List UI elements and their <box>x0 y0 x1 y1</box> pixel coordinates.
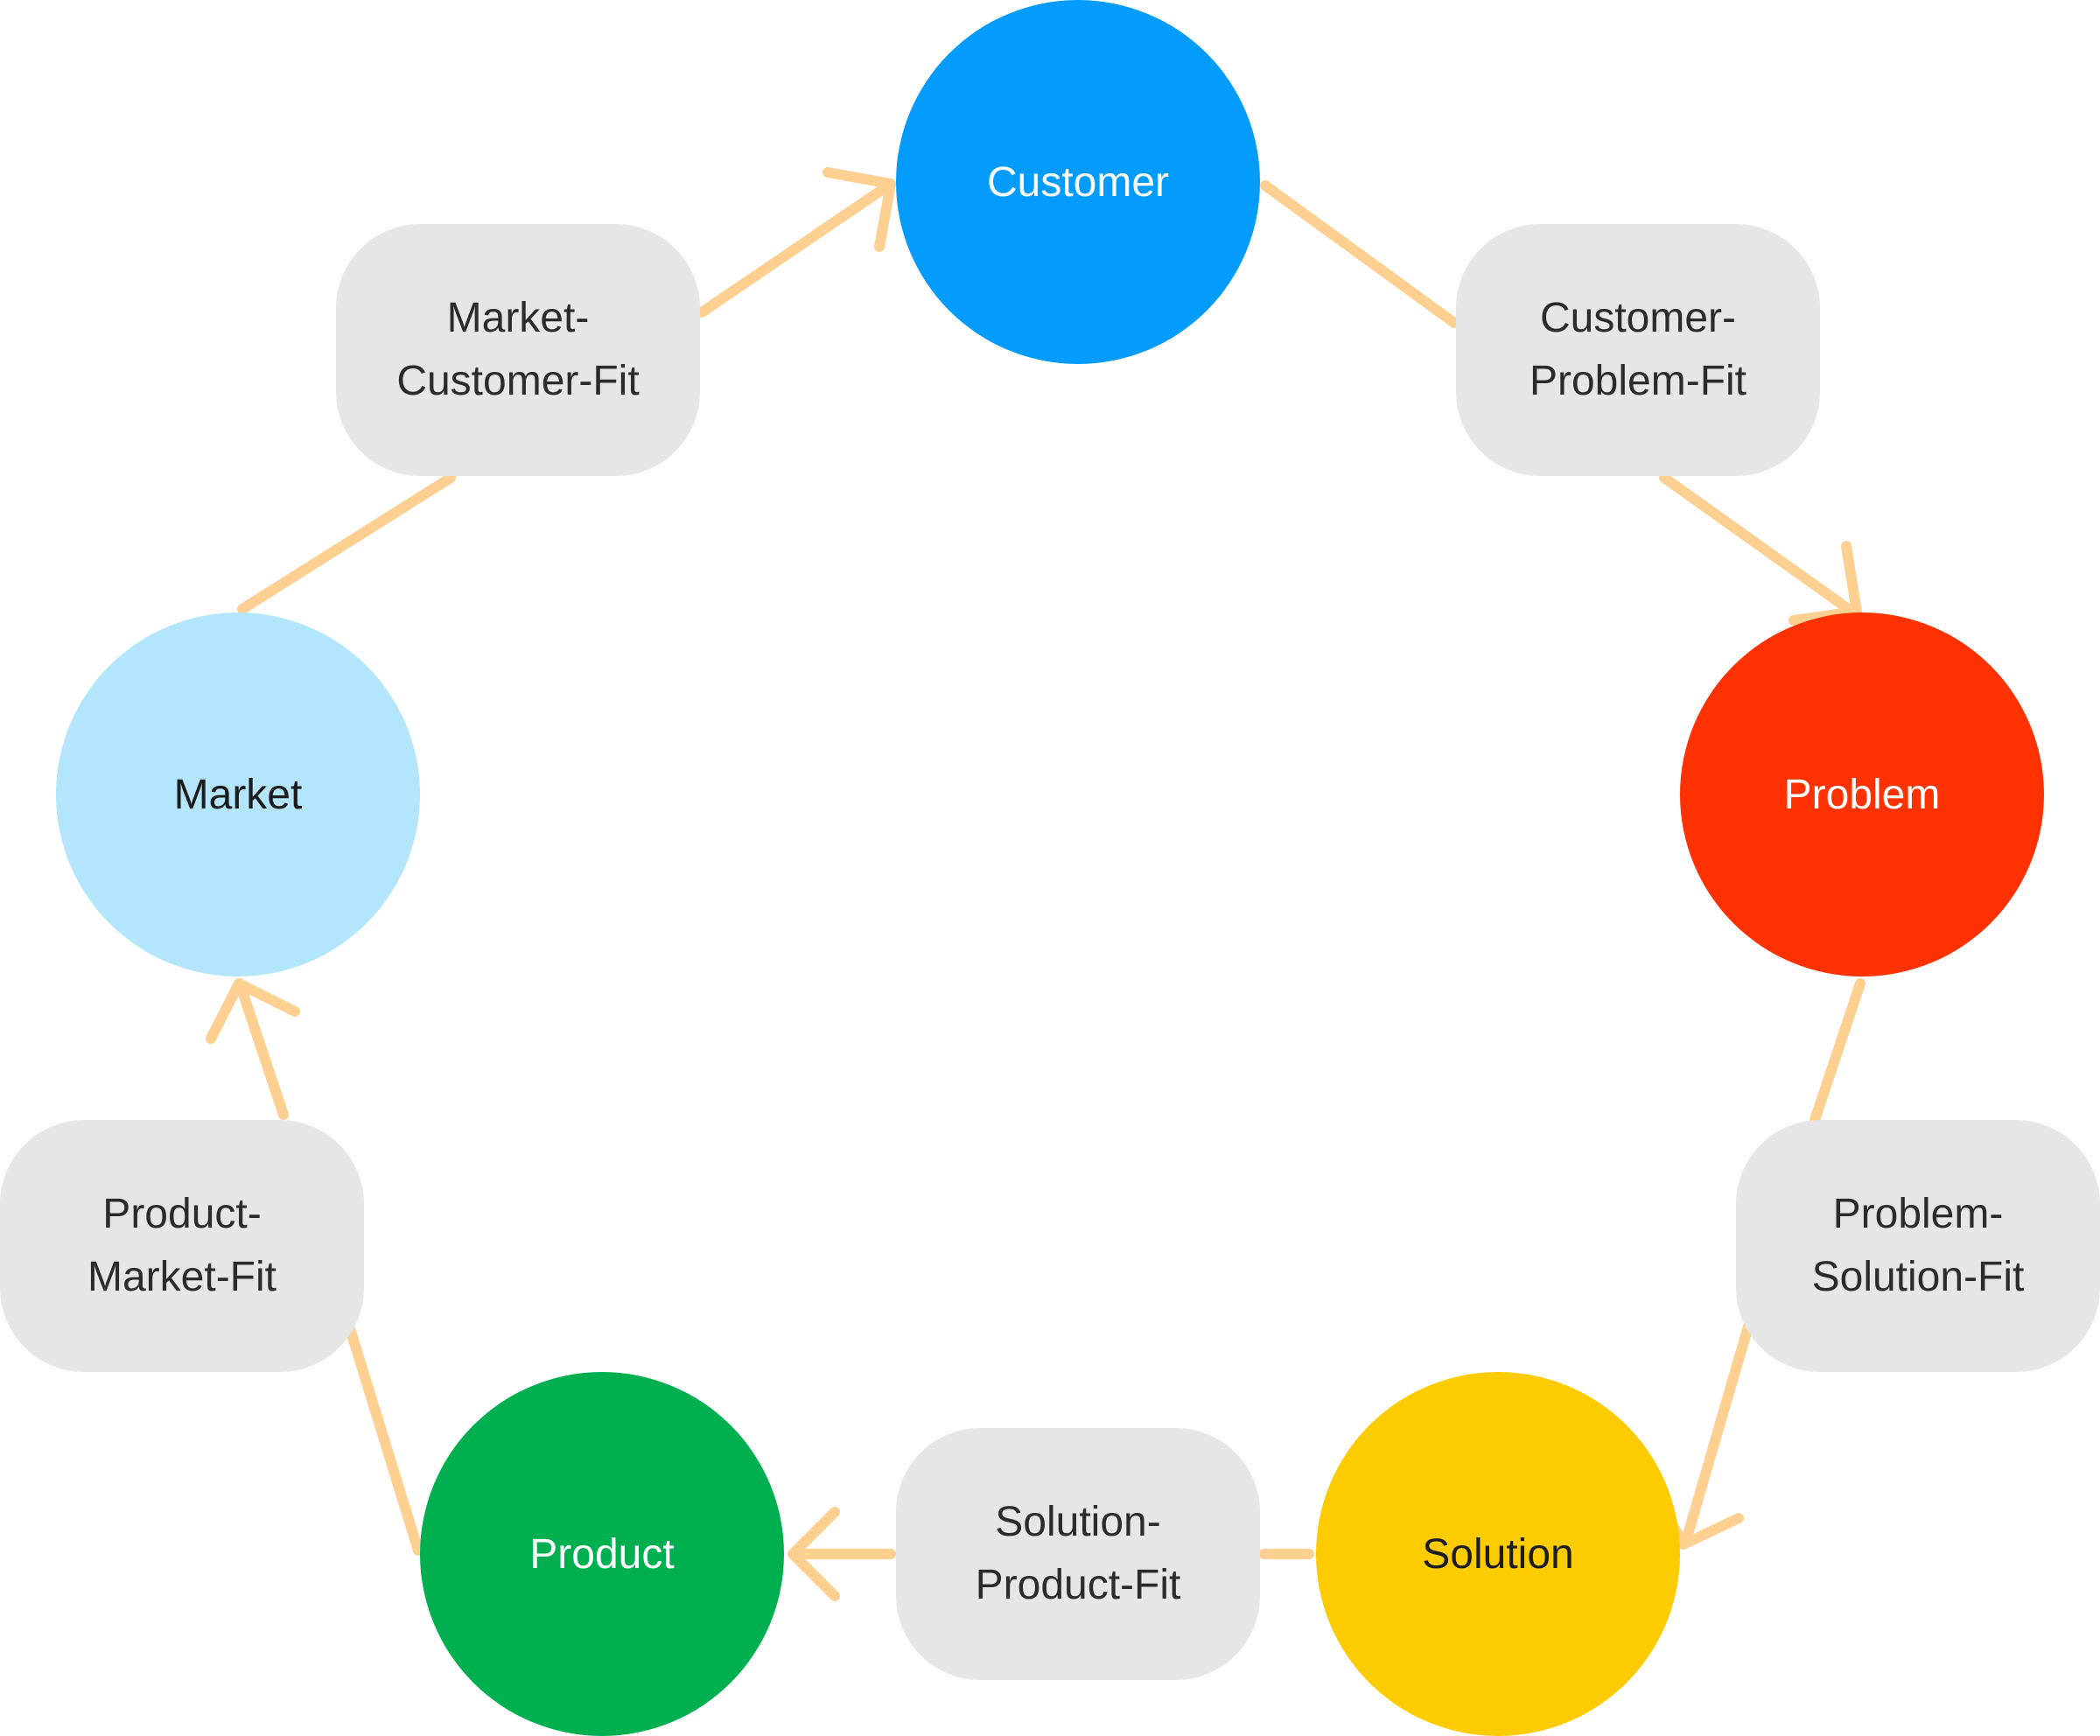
node-solution-label: Solution <box>1422 1530 1574 1578</box>
node-customer: Customer <box>896 0 1260 364</box>
fit-market-customer-line1: Market- <box>446 295 590 341</box>
arrowhead-problem <box>1788 541 1862 626</box>
arrowhead-market <box>206 978 300 1044</box>
arrowhead-product <box>788 1507 840 1601</box>
fit-product-market: Product- Market-Fit <box>0 1120 364 1372</box>
connector-product-to-product-market-fit <box>343 1318 424 1556</box>
fit-solution-product: Solution- Product-Fit <box>896 1428 1260 1680</box>
fit-customer-problem-line1: Customer- <box>1539 295 1737 341</box>
fit-problem-solution-line1: Problem- <box>1832 1191 2004 1237</box>
node-problem-label: Problem <box>1783 771 1941 818</box>
fit-problem-solution-line2: Solution-Fit <box>1811 1254 2025 1300</box>
arrowhead-customer <box>822 167 896 252</box>
connector-customer-problem-fit-to-problem <box>1659 472 1858 618</box>
connector-problem-solution-fit-to-solution <box>1680 1321 1754 1549</box>
fit-solution-product-line2: Product-Fit <box>975 1562 1181 1608</box>
connector-market-customer-fit-to-customer <box>696 178 896 318</box>
fit-product-market-line1: Product- <box>102 1191 262 1237</box>
connector-customer-to-customer-problem-fit <box>1260 180 1460 328</box>
node-problem: Problem <box>1680 612 2044 976</box>
node-product: Product <box>420 1372 784 1736</box>
fit-solution-product-line1: Solution- <box>995 1499 1161 1545</box>
fit-market-customer: Market- Customer-Fit <box>336 224 700 476</box>
node-solution: Solution <box>1316 1372 1680 1736</box>
fit-customer-problem-line2: Problem-Fit <box>1529 358 1747 404</box>
node-customer-label: Customer <box>986 158 1170 206</box>
fit-product-market-line2: Market-Fit <box>88 1254 276 1300</box>
connector-market-to-market-customer-fit <box>237 472 456 614</box>
fit-problem-solution: Problem- Solution-Fit <box>1736 1120 2100 1372</box>
node-market: Market <box>56 612 420 976</box>
fit-customer-problem: Customer- Problem-Fit <box>1456 224 1820 476</box>
node-product-label: Product <box>529 1530 675 1578</box>
connector-problem-to-problem-solution-fit <box>1810 978 1866 1125</box>
node-market-label: Market <box>173 771 303 818</box>
connector-product-market-fit-to-market <box>234 978 289 1120</box>
fit-market-customer-line2: Customer-Fit <box>396 358 640 404</box>
